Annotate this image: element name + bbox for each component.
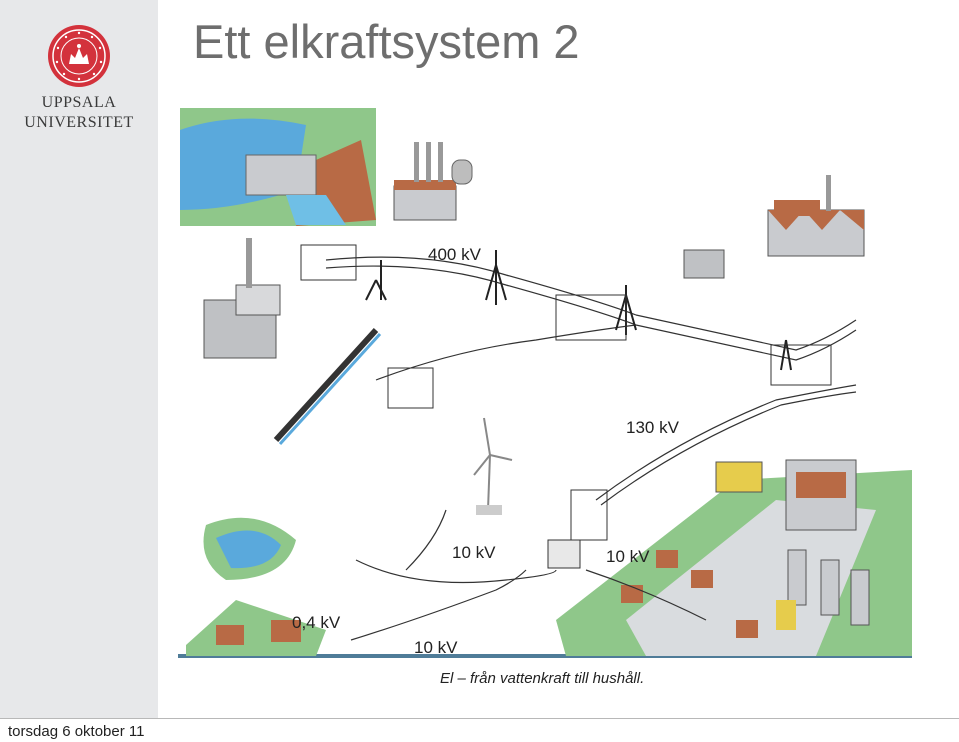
slide-title: Ett elkraftsystem 2 bbox=[193, 15, 580, 68]
university-name-line1: UPPSALA bbox=[41, 94, 117, 111]
hydropower-plant bbox=[180, 108, 376, 226]
lake-bottom-left bbox=[203, 517, 296, 580]
university-seal-icon bbox=[48, 25, 110, 87]
footer-date: torsdag 6 oktober 11 bbox=[8, 723, 145, 740]
voltage-label: 400 kV bbox=[428, 245, 482, 264]
wind-turbine bbox=[473, 417, 513, 511]
town bbox=[556, 459, 912, 656]
figure-caption: El – från vattenkraft till hushåll. bbox=[440, 670, 645, 687]
distribution-lines bbox=[350, 509, 707, 641]
industrial-plant bbox=[393, 142, 473, 221]
power-system-illustration: 400 kV 130 kV 10 kV 10 kV 0,4 kV 10 kV bbox=[178, 108, 912, 658]
transmission-lines-130kv bbox=[595, 384, 857, 506]
voltage-label: 10 kV bbox=[606, 547, 650, 566]
slide: UPPSALA UNIVERSITET Ett elkraftsystem 2 bbox=[0, 0, 959, 719]
voltage-label: 130 kV bbox=[626, 418, 680, 437]
substations bbox=[300, 244, 832, 409]
voltage-label: 10 kV bbox=[414, 638, 458, 657]
factory-right bbox=[683, 175, 865, 279]
transmission-lines-400kv bbox=[325, 256, 857, 381]
voltage-label: 10 kV bbox=[452, 543, 496, 562]
university-name-line2: UNIVERSITET bbox=[24, 114, 134, 131]
voltage-label: 0,4 kV bbox=[292, 613, 341, 632]
sidebar: UPPSALA UNIVERSITET bbox=[0, 0, 158, 718]
power-plant-left bbox=[203, 238, 281, 359]
